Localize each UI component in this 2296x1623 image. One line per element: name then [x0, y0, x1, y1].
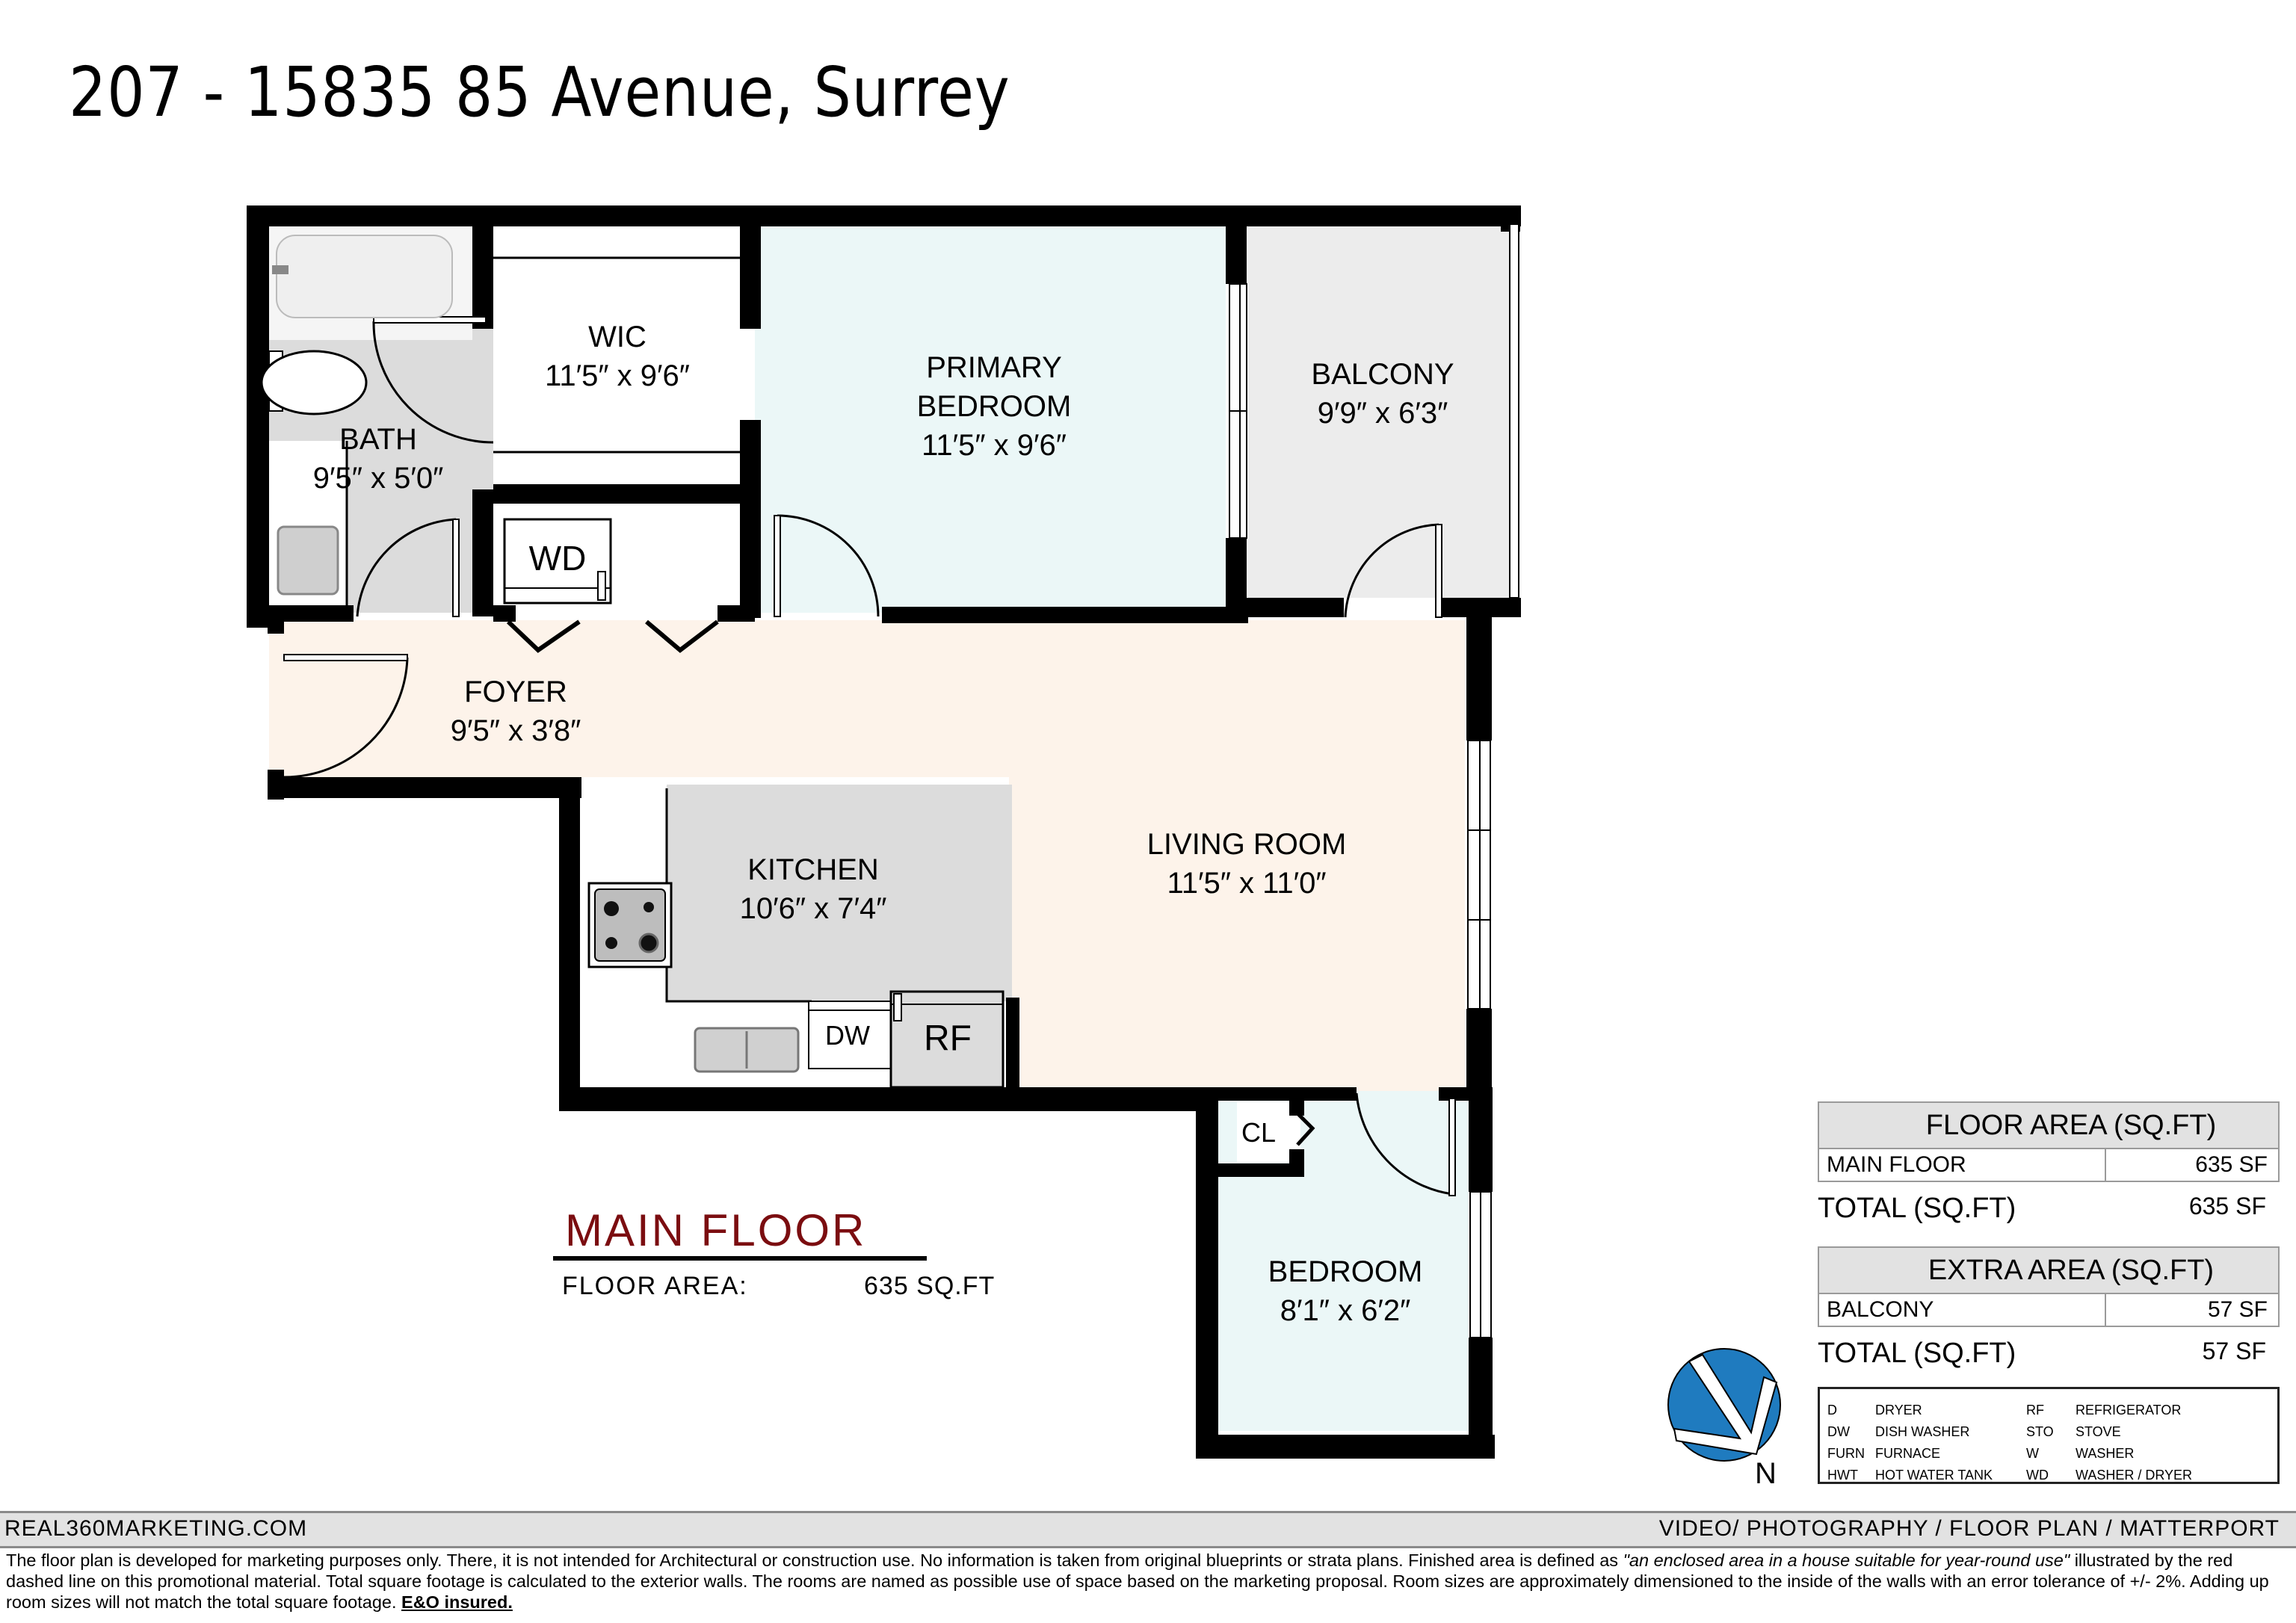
room-dims: 11′5″ x 11′0″ [1167, 867, 1327, 900]
room-name: BATH [339, 423, 417, 456]
room-name: WIC [588, 321, 646, 353]
room-primary-bedroom: PRIMARY BEDROOM 11′5″ x 9′6″ [917, 348, 1072, 465]
total-value: 635 SF [2188, 1193, 2266, 1219]
floor-area-table: FLOOR AREA (SQ.FT) MAIN FLOOR 635 SF [1818, 1101, 2280, 1182]
row-label: MAIN FLOOR [1819, 1149, 2106, 1181]
total-label: TOTAL (SQ.FT) [1818, 1338, 2016, 1369]
eo-insured-note: E&O insured. [401, 1592, 513, 1612]
balcony-floor [1248, 224, 1517, 598]
compass-icon [1667, 1348, 1781, 1462]
room-name-line2: BEDROOM [916, 390, 1072, 423]
living-room-floor [1009, 620, 1465, 1091]
disclaimer-text-1: The floor plan is developed for marketin… [6, 1551, 1623, 1570]
room-dims: 11′5″ x 9′6″ [922, 429, 1067, 462]
room-name: FOYER [464, 676, 567, 708]
website-link[interactable]: REAL360MARKETING.COM [4, 1516, 308, 1541]
room-foyer: FOYER 9′5″ x 3′8″ [451, 673, 581, 750]
room-dims: 9′5″ x 3′8″ [450, 714, 581, 747]
floor-area-header: FLOOR AREA (SQ.FT) [1819, 1103, 2278, 1149]
extra-area-total: TOTAL (SQ.FT) 57 SF [1818, 1338, 2266, 1370]
windows [1229, 223, 1519, 1338]
room-bedroom: BEDROOM 8′1″ x 6′2″ [1268, 1252, 1423, 1330]
compass-north-label: N [1755, 1457, 1777, 1490]
legend-code: STO [2026, 1424, 2054, 1439]
room-name: BEDROOM [1268, 1255, 1423, 1288]
toilet-bowl [260, 350, 368, 415]
closet-label: CL [1241, 1117, 1277, 1148]
footer-bar: REAL360MARKETING.COM VIDEO/ PHOTOGRAPHY … [0, 1511, 2296, 1548]
dishwasher [808, 1001, 892, 1069]
legend-code: RF [2026, 1403, 2044, 1418]
page-title: 207 - 15835 85 Avenue, Surrey [69, 52, 1010, 132]
room-dims: 9′9″ x 6′3″ [1317, 397, 1448, 430]
disclaimer-text-2: illustrated by the red dashed line on th… [6, 1551, 2269, 1612]
legend-meaning: HOT WATER TANK [1875, 1468, 1993, 1483]
room-bath: BATH 9′5″ x 5′0″ [313, 420, 444, 498]
legend-meaning: DISH WASHER [1875, 1424, 1970, 1439]
main-floor-area-value: 635 SQ.FT [864, 1272, 996, 1300]
legend-meaning: WASHER [2076, 1446, 2135, 1461]
refrigerator-label: RF [924, 1018, 972, 1059]
table-row: BALCONY 57 SF [1819, 1294, 2278, 1326]
legend-code: W [2026, 1446, 2039, 1461]
bath-sink [277, 525, 339, 596]
doors [283, 316, 1456, 1196]
room-dims: 9′5″ x 5′0″ [312, 462, 444, 495]
main-floor-title: MAIN FLOOR [565, 1205, 867, 1255]
extra-area-table: EXTRA AREA (SQ.FT) BALCONY 57 SF [1818, 1246, 2280, 1327]
legend-code: WD [2026, 1468, 2049, 1483]
total-label: TOTAL (SQ.FT) [1818, 1193, 2016, 1224]
washer-dryer-unit [503, 518, 612, 605]
legend-meaning: WASHER / DRYER [2076, 1468, 2193, 1483]
legend-meaning: FURNACE [1875, 1446, 1941, 1461]
room-name: KITCHEN [747, 853, 879, 886]
legend-code: FURN [1827, 1446, 1865, 1461]
table-row: MAIN FLOOR 635 SF [1819, 1149, 2278, 1181]
legend-meaning: REFRIGERATOR [2076, 1403, 2182, 1418]
floor-area-total: TOTAL (SQ.FT) 635 SF [1818, 1193, 2266, 1225]
total-value: 57 SF [2202, 1338, 2266, 1364]
legend-code: D [1827, 1403, 1837, 1418]
room-dims: 8′1″ x 6′2″ [1280, 1294, 1411, 1327]
room-name-line1: PRIMARY [926, 351, 1062, 384]
disclaimer-quote: "an enclosed area in a house suitable fo… [1623, 1551, 2070, 1570]
legend-code: DW [1827, 1424, 1850, 1439]
dishwasher-label: DW [825, 1020, 870, 1051]
row-label: BALCONY [1819, 1294, 2106, 1326]
fixtures [260, 235, 1004, 1089]
room-dims: 10′6″ x 7′4″ [739, 892, 887, 925]
row-value: 635 SF [2195, 1152, 2268, 1177]
washer-dryer-label: WD [528, 539, 587, 578]
room-name: BALCONY [1311, 358, 1454, 391]
abbreviation-legend: D DRYER DW DISH WASHER FURN FURNACE HWT … [1818, 1387, 2280, 1484]
room-balcony: BALCONY 9′9″ x 6′3″ [1311, 355, 1454, 433]
services-text: VIDEO/ PHOTOGRAPHY / FLOOR PLAN / MATTER… [1658, 1516, 2280, 1541]
row-value: 57 SF [2207, 1297, 2268, 1322]
room-wic: WIC 11′5″ x 9′6″ [545, 318, 690, 395]
room-living-room: LIVING ROOM 11′5″ x 11′0″ [1147, 825, 1347, 903]
primary-bedroom-floor [755, 224, 1226, 613]
walls [247, 205, 1521, 1459]
bathtub [276, 235, 453, 318]
main-floor-divider [553, 1256, 927, 1261]
room-kitchen: KITCHEN 10′6″ x 7′4″ [740, 850, 887, 928]
refrigerator [889, 990, 1004, 1089]
disclaimer: The floor plan is developed for marketin… [6, 1550, 2286, 1613]
legend-meaning: STOVE [2076, 1424, 2121, 1439]
extra-area-header: EXTRA AREA (SQ.FT) [1819, 1248, 2278, 1294]
room-name: LIVING ROOM [1147, 828, 1347, 861]
wic-floor [493, 224, 755, 478]
kitchen-island [667, 785, 1012, 1001]
main-floor-area-label: FLOOR AREA: [562, 1272, 748, 1300]
legend-code: HWT [1827, 1468, 1858, 1483]
legend-meaning: DRYER [1875, 1403, 1922, 1418]
room-dims: 11′5″ x 9′6″ [545, 359, 690, 392]
